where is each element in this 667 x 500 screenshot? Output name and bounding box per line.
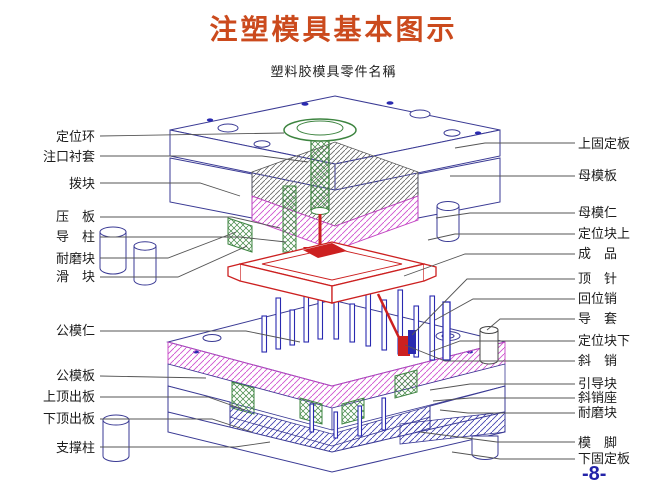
label-guide-bushing: 导 套 xyxy=(578,311,618,326)
page-title: 注塑模具基本图示 xyxy=(209,15,458,46)
label-top-clamp-plate: 上固定板 xyxy=(578,136,631,151)
label-locating-ring: 定位环 xyxy=(55,129,95,144)
label-sprue-bushing: 注口衬套 xyxy=(42,149,95,164)
label-upper-ejector-plate: 上顶出板 xyxy=(42,389,95,404)
label-slider: 滑 块 xyxy=(55,269,95,284)
label-molded-part: 成 品 xyxy=(578,246,618,261)
upper-mold-assembly xyxy=(99,95,501,286)
label-support-pillar: 支撑柱 xyxy=(55,440,95,455)
label-wear-block-right: 耐磨块 xyxy=(578,405,618,420)
label-locating-block-lower: 定位块下 xyxy=(578,333,631,348)
diagram-subtitle: 塑料胶模具零件名稱 xyxy=(270,64,397,79)
label-locating-block-upper: 定位块上 xyxy=(578,226,631,241)
label-core-insert: 公模仁 xyxy=(55,323,95,338)
label-ejector-pin: 顶 针 xyxy=(578,271,618,286)
label-core-plate: 公模板 xyxy=(55,368,95,383)
label-lower-ejector-plate: 下顶出板 xyxy=(42,411,95,426)
label-guide-pillar: 导 柱 xyxy=(55,229,95,244)
molded-part-drawing xyxy=(227,241,437,304)
label-cavity-plate: 母模板 xyxy=(578,168,618,183)
label-cavity-insert: 母模仁 xyxy=(578,205,618,220)
leader-lines xyxy=(99,132,575,460)
label-angle-pin-seat: 斜销座 xyxy=(578,390,618,405)
label-wear-block-left: 耐磨块 xyxy=(55,251,95,266)
label-pull-block: 拨块 xyxy=(68,176,95,191)
lower-mold-assembly xyxy=(102,285,506,473)
page-number: -8- xyxy=(582,463,607,485)
label-mold-foot: 模 脚 xyxy=(578,435,618,450)
label-return-pin: 回位销 xyxy=(578,291,618,306)
label-bottom-clamp-plate: 下固定板 xyxy=(578,451,631,466)
label-angle-pin: 斜 销 xyxy=(578,353,618,368)
label-guide-block: 引导块 xyxy=(578,376,618,391)
label-pressure-plate: 压 板 xyxy=(55,209,95,224)
